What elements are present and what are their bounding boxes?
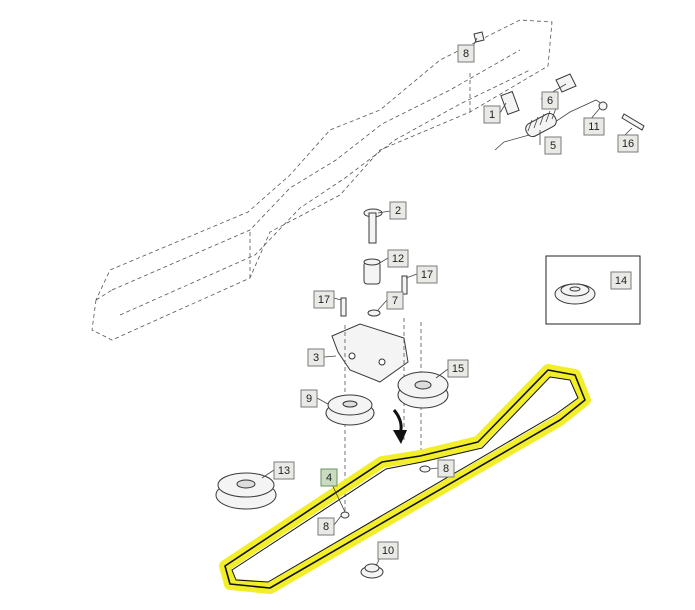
callout-17-right[interactable]: 17 bbox=[416, 265, 438, 284]
frame-rail bbox=[91, 19, 553, 341]
nut-10 bbox=[360, 563, 384, 579]
svg-text:14: 14 bbox=[615, 275, 627, 287]
svg-text:8: 8 bbox=[443, 463, 449, 475]
pulley-9 bbox=[325, 394, 375, 426]
callout-9[interactable]: 9 bbox=[300, 389, 318, 408]
callout-5[interactable]: 5 bbox=[544, 136, 562, 155]
bolt-stack bbox=[340, 208, 408, 317]
svg-text:4: 4 bbox=[326, 472, 332, 484]
nut-8-bottom bbox=[340, 511, 350, 519]
callout-16[interactable]: 16 bbox=[617, 134, 639, 153]
callout-11[interactable]: 11 bbox=[583, 117, 605, 136]
callout-4[interactable]: 4 bbox=[320, 468, 338, 487]
callout-8-right[interactable]: 8 bbox=[437, 459, 455, 478]
svg-text:16: 16 bbox=[622, 138, 634, 150]
drive-belt bbox=[219, 364, 591, 594]
pulley-15 bbox=[397, 371, 449, 409]
spring-assembly bbox=[473, 31, 645, 151]
callout-8-bottom[interactable]: 8 bbox=[317, 517, 335, 536]
svg-text:15: 15 bbox=[452, 363, 464, 375]
callout-13[interactable]: 13 bbox=[273, 461, 295, 480]
callout-12[interactable]: 12 bbox=[387, 249, 409, 268]
svg-text:10: 10 bbox=[382, 545, 394, 557]
svg-text:9: 9 bbox=[306, 393, 312, 405]
svg-text:6: 6 bbox=[547, 95, 553, 107]
callout-1[interactable]: 1 bbox=[483, 105, 501, 124]
svg-text:8: 8 bbox=[323, 521, 329, 533]
svg-text:17: 17 bbox=[421, 269, 433, 281]
callout-7[interactable]: 7 bbox=[386, 291, 404, 310]
svg-text:5: 5 bbox=[550, 140, 556, 152]
svg-text:12: 12 bbox=[392, 253, 404, 265]
svg-text:2: 2 bbox=[395, 205, 401, 217]
idler-bracket bbox=[331, 318, 422, 520]
svg-text:11: 11 bbox=[588, 121, 599, 133]
svg-text:13: 13 bbox=[278, 465, 290, 477]
inset-panel bbox=[545, 255, 641, 325]
callout-8-top[interactable]: 8 bbox=[457, 44, 475, 63]
callout-14[interactable]: 14 bbox=[610, 271, 632, 290]
pulley-13 bbox=[215, 472, 277, 510]
callout-6[interactable]: 6 bbox=[541, 91, 559, 110]
callout-3[interactable]: 3 bbox=[307, 348, 325, 367]
callout-17-left[interactable]: 17 bbox=[313, 290, 335, 309]
svg-text:7: 7 bbox=[392, 295, 398, 307]
svg-text:3: 3 bbox=[313, 352, 319, 364]
svg-text:8: 8 bbox=[463, 48, 469, 60]
svg-text:1: 1 bbox=[489, 109, 495, 121]
callout-15[interactable]: 15 bbox=[447, 359, 469, 378]
callout-10[interactable]: 10 bbox=[377, 541, 399, 560]
callout-2[interactable]: 2 bbox=[389, 201, 407, 220]
svg-text:17: 17 bbox=[318, 294, 330, 306]
rotation-arrow-icon bbox=[392, 409, 407, 444]
nut-8-lower bbox=[419, 465, 431, 473]
